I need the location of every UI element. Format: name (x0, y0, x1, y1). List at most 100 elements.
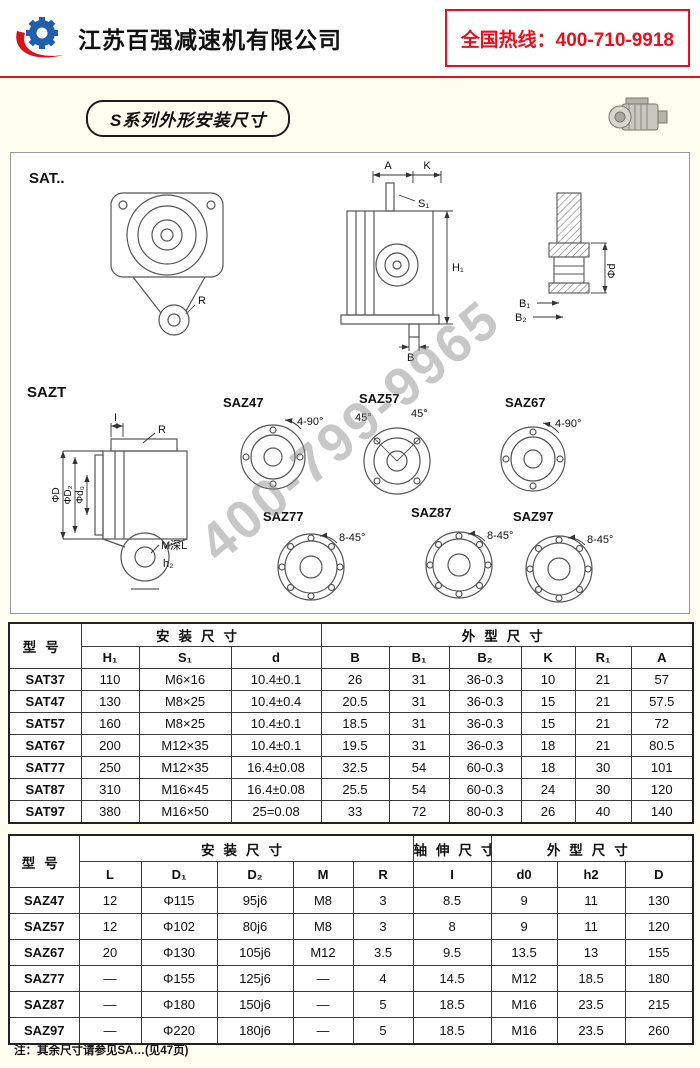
flange-angle-leader-saz67 (542, 421, 560, 434)
value-cell: 26 (520, 800, 576, 824)
flange-view-saz77 (277, 533, 345, 601)
sazt-side-view (94, 438, 188, 582)
value-cell: Φ155 (140, 965, 218, 992)
value-cell: 180 (624, 965, 694, 992)
saz-dimensions-table: 型号 安装尺寸 轴伸尺寸 外型尺寸 L D₁ D₂ M R I d0 h2 D … (8, 834, 695, 1045)
model-cell: SAT87 (8, 778, 82, 801)
value-cell: M16 (490, 991, 558, 1018)
t2-model-column-header: 型号 (8, 834, 80, 888)
value-cell: 16.4±0.08 (230, 756, 322, 779)
shaft-detail-view (548, 192, 590, 294)
value-cell: 36-0.3 (448, 668, 522, 691)
flange-angle-saz57-left: 45° (355, 412, 372, 424)
flange-angle-saz47: 4-90° (297, 416, 323, 428)
sat-dim-h1: H₁ (452, 262, 464, 274)
value-cell: 11 (556, 887, 626, 914)
sat-dim-a: A (384, 160, 392, 172)
value-cell: 250 (80, 756, 140, 779)
value-cell: 15 (520, 712, 576, 735)
value-cell: 18 (520, 734, 576, 757)
sazt-dim-m: M深L (161, 539, 187, 552)
flange-label-saz57: SAZ57 (359, 391, 399, 406)
column-header: B₁ (388, 646, 450, 669)
value-cell: M6×16 (138, 668, 232, 691)
value-cell: 12 (78, 913, 142, 940)
column-header: I (412, 861, 492, 888)
value-cell: 110 (80, 668, 140, 691)
company-name: 江苏百强减速机有限公司 (78, 27, 342, 53)
value-cell: 36-0.3 (448, 734, 522, 757)
model-cell: SAZ57 (8, 913, 80, 940)
value-cell: Φ220 (140, 1017, 218, 1045)
value-cell: 21 (574, 712, 632, 735)
value-cell: 57 (630, 668, 694, 691)
column-header: h2 (556, 861, 626, 888)
value-cell: M8 (292, 887, 354, 914)
model-cell: SAT77 (8, 756, 82, 779)
value-cell: 80-0.3 (448, 800, 522, 824)
column-header: D (624, 861, 694, 888)
value-cell: 10.4±0.1 (230, 712, 322, 735)
value-cell: 3 (352, 913, 414, 940)
value-cell: 8 (412, 913, 492, 940)
value-cell: Φ115 (140, 887, 218, 914)
value-cell: 23.5 (556, 991, 626, 1018)
flange-label-saz47: SAZ47 (223, 395, 263, 410)
value-cell: Φ130 (140, 939, 218, 966)
value-cell: M12×35 (138, 756, 232, 779)
value-cell: — (78, 991, 142, 1018)
column-header: d0 (490, 861, 558, 888)
shaft-dim-phid: Φd (606, 264, 618, 279)
value-cell: 13 (556, 939, 626, 966)
value-cell: 160 (80, 712, 140, 735)
flange-label-saz67: SAZ67 (505, 395, 545, 410)
swoosh-icon (16, 31, 64, 58)
value-cell: 120 (630, 778, 694, 801)
value-cell: 80j6 (216, 913, 294, 940)
value-cell: Φ180 (140, 991, 218, 1018)
value-cell: 3.5 (352, 939, 414, 966)
column-header: D₁ (140, 861, 218, 888)
technical-drawing: SAT.. R (27, 160, 618, 603)
flange-label-saz77: SAZ77 (263, 509, 303, 524)
value-cell: 4 (352, 965, 414, 992)
value-cell: 5 (352, 1017, 414, 1045)
column-header: L (78, 861, 142, 888)
value-cell: — (292, 991, 354, 1018)
flange-angle-saz97: 8-45° (587, 534, 613, 546)
flange-angle-leader-saz77 (319, 532, 338, 544)
sazt-dim-h2: h₂ (163, 558, 173, 570)
sazt-dim-i: I (114, 412, 117, 424)
value-cell: M12×35 (138, 734, 232, 757)
value-cell: 18.5 (412, 991, 492, 1018)
value-cell: M12 (490, 965, 558, 992)
sazt-dim-phiD: ΦD (51, 487, 62, 502)
flange-view-saz87 (425, 531, 493, 599)
saz-table-section: 型号 安装尺寸 轴伸尺寸 外型尺寸 L D₁ D₂ M R I d0 h2 D … (8, 834, 695, 1045)
value-cell: 25=0.08 (230, 800, 322, 824)
value-cell: 18.5 (556, 965, 626, 992)
value-cell: — (78, 965, 142, 992)
sat-front-view (110, 192, 224, 336)
model-cell: SAZ47 (8, 887, 80, 914)
sat-dim-k: K (423, 160, 431, 172)
value-cell: 80.5 (630, 734, 694, 757)
value-cell: 3 (352, 887, 414, 914)
value-cell: 25.5 (320, 778, 390, 801)
flange-angle-saz87: 8-45° (487, 530, 513, 542)
value-cell: M8×25 (138, 690, 232, 713)
value-cell: 125j6 (216, 965, 294, 992)
column-header: R₁ (574, 646, 632, 669)
value-cell: 18.5 (412, 1017, 492, 1045)
value-cell: 72 (630, 712, 694, 735)
value-cell: 5 (352, 991, 414, 1018)
value-cell: 31 (388, 712, 450, 735)
model-cell: SAZ87 (8, 991, 80, 1018)
sazt-dimensions (60, 423, 160, 590)
